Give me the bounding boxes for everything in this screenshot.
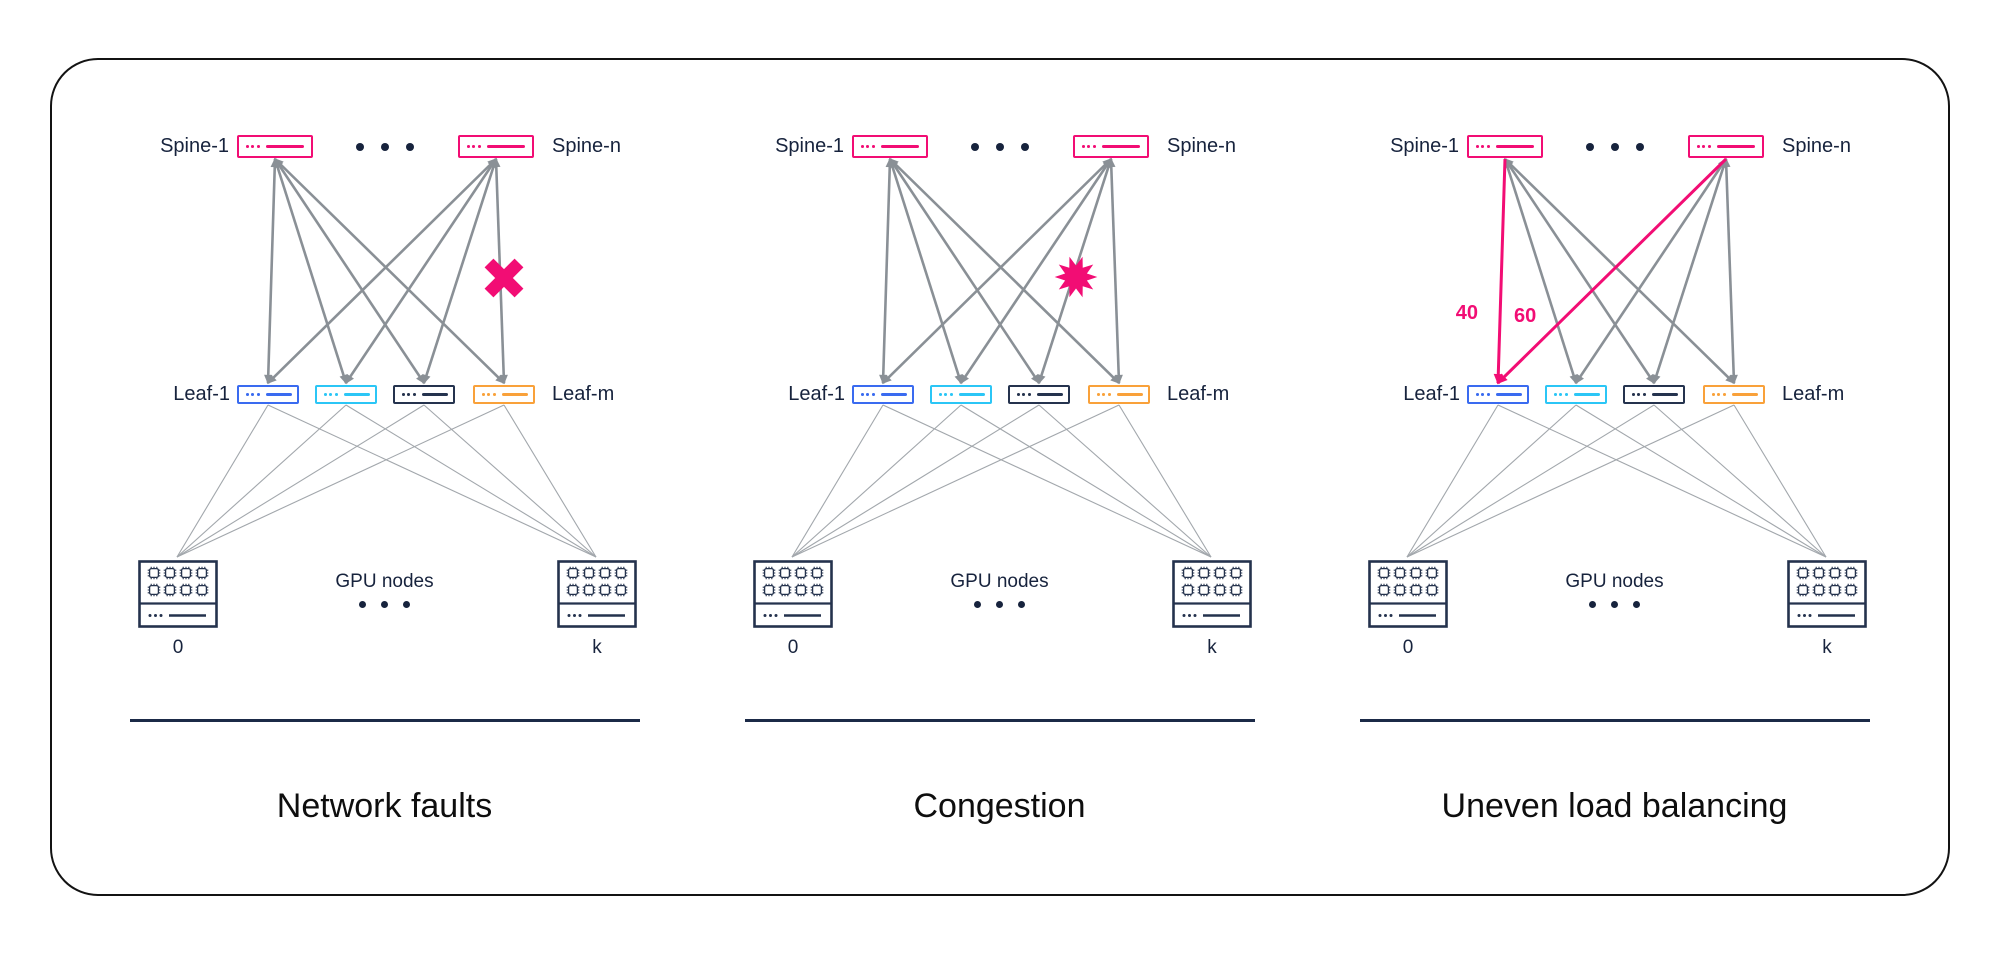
spine-to-leaf-links bbox=[264, 157, 508, 385]
load-value-left: 40 bbox=[1455, 302, 1478, 324]
leaf-switch-icon bbox=[1703, 385, 1765, 404]
leaf-left-label: Leaf-1 bbox=[173, 383, 230, 405]
leaf-switch-icon bbox=[1467, 385, 1529, 404]
spine-ellipsis-icon bbox=[692, 143, 1307, 151]
leaf-switch-icon bbox=[930, 385, 992, 404]
spine-right-label: Spine-n bbox=[1167, 135, 1236, 157]
panel-title: Network faults bbox=[276, 787, 493, 825]
gpu-index-left: 0 bbox=[1402, 637, 1414, 658]
leaf-right-label: Leaf-m bbox=[552, 383, 615, 405]
spine-switch-icon bbox=[1688, 135, 1764, 158]
gpu-nodes-label: GPU nodes bbox=[1565, 571, 1664, 592]
spine-switch-icon bbox=[852, 135, 928, 158]
gpu-index-left: 0 bbox=[172, 637, 184, 658]
spine-left-label: Spine-1 bbox=[1390, 135, 1459, 157]
spine-switch-icon bbox=[1073, 135, 1149, 158]
gpu-index-left: 0 bbox=[787, 637, 799, 658]
spine-switch-icon bbox=[1467, 135, 1543, 158]
panel-network-faults: Spine-1 Spine-n Leaf-1 Leaf-m GPU nodes … bbox=[77, 0, 692, 954]
leaf-to-gpu-links bbox=[791, 404, 1212, 558]
spine-ellipsis-icon bbox=[1307, 143, 1922, 151]
panel-title: Congestion bbox=[913, 787, 1086, 825]
leaf-switch-icon bbox=[1088, 385, 1150, 404]
spine-switch-icon bbox=[458, 135, 534, 158]
leaf-to-gpu-links bbox=[176, 404, 597, 558]
leaf-to-gpu-links bbox=[1406, 404, 1827, 558]
gpu-index-right: k bbox=[1822, 637, 1832, 658]
panel-title: Uneven load balancing bbox=[1441, 787, 1788, 825]
leaf-switch-icon bbox=[1545, 385, 1607, 404]
spine-right-label: Spine-n bbox=[1782, 135, 1851, 157]
gpu-ellipsis-icon bbox=[77, 601, 692, 608]
spine-to-leaf-links bbox=[879, 157, 1123, 385]
leaf-left-label: Leaf-1 bbox=[1403, 383, 1460, 405]
load-value-right: 60 bbox=[1514, 305, 1537, 327]
leaf-switch-icon bbox=[237, 385, 299, 404]
panel-divider bbox=[745, 719, 1255, 722]
gpu-ellipsis-icon bbox=[1307, 601, 1922, 608]
spine-switch-icon bbox=[237, 135, 313, 158]
leaf-switch-icon bbox=[1008, 385, 1070, 404]
highlighted-load-links bbox=[1493, 157, 1728, 385]
leaf-switch-icon bbox=[473, 385, 535, 404]
gpu-nodes-label: GPU nodes bbox=[950, 571, 1049, 592]
panel-congestion: Spine-1 Spine-n Leaf-1 Leaf-m GPU nodes … bbox=[692, 0, 1307, 954]
spine-to-leaf-links bbox=[1503, 157, 1738, 385]
gpu-index-right: k bbox=[592, 637, 602, 658]
panel-divider bbox=[130, 719, 640, 722]
spine-right-label: Spine-n bbox=[552, 135, 621, 157]
panel-uneven-load-balancing: Spine-1 Spine-n 40 60 Leaf-1 Leaf-m GPU … bbox=[1307, 0, 1922, 954]
leaf-right-label: Leaf-m bbox=[1167, 383, 1230, 405]
gpu-nodes-label: GPU nodes bbox=[335, 571, 434, 592]
gpu-index-right: k bbox=[1207, 637, 1217, 658]
panel-divider bbox=[1360, 719, 1870, 722]
leaf-switch-icon bbox=[1623, 385, 1685, 404]
fault-x-icon bbox=[484, 258, 524, 298]
congestion-burst-icon bbox=[1054, 256, 1098, 298]
leaf-switch-icon bbox=[393, 385, 455, 404]
leaf-left-label: Leaf-1 bbox=[788, 383, 845, 405]
spine-ellipsis-icon bbox=[77, 143, 692, 151]
leaf-right-label: Leaf-m bbox=[1782, 383, 1845, 405]
spine-left-label: Spine-1 bbox=[160, 135, 229, 157]
leaf-switch-icon bbox=[315, 385, 377, 404]
spine-left-label: Spine-1 bbox=[775, 135, 844, 157]
gpu-ellipsis-icon bbox=[692, 601, 1307, 608]
leaf-switch-icon bbox=[852, 385, 914, 404]
